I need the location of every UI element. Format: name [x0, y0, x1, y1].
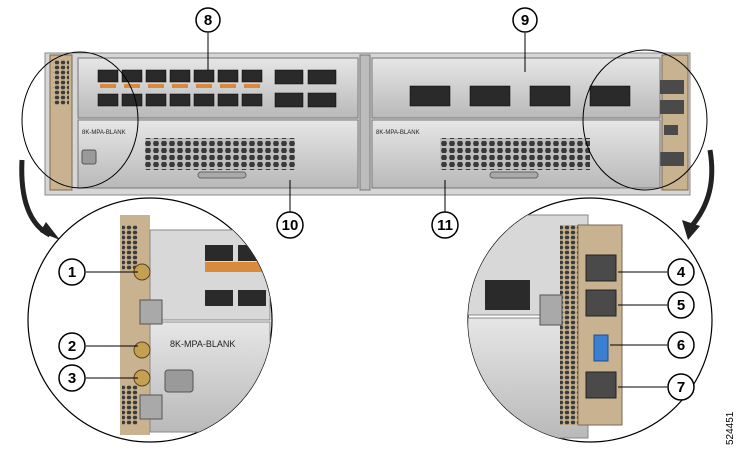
svg-text:3: 3 — [68, 370, 76, 387]
svg-text:9: 9 — [521, 12, 529, 29]
callout-2: 2 — [58, 332, 86, 360]
magnify-source-right — [582, 49, 708, 191]
callout-4: 4 — [667, 258, 695, 286]
callout-1: 1 — [58, 258, 86, 286]
blank-module-slot-10: 8K-MPA-BLANK — [77, 119, 359, 189]
magnify-source-left — [21, 51, 139, 189]
svg-text:2: 2 — [68, 338, 76, 355]
figure-id: 524451 — [725, 411, 736, 445]
svg-text:5: 5 — [677, 297, 685, 314]
callout-8: 8 — [195, 7, 221, 33]
curved-arrow-right — [688, 149, 715, 230]
svg-text:7: 7 — [677, 379, 685, 396]
zoom-detail-right — [467, 197, 713, 443]
port-module-slot-9 — [371, 57, 684, 166]
svg-text:11: 11 — [437, 217, 453, 234]
blank-label-zoom: 8K-MPA-BLANK — [170, 339, 235, 349]
callout-5: 5 — [667, 291, 695, 319]
blank-label-left: 8K-MPA-BLANK — [82, 130, 126, 136]
blank-label-right: 8K-MPA-BLANK — [376, 130, 420, 136]
callout-10: 10 — [276, 211, 304, 239]
callout-7: 7 — [667, 373, 695, 401]
svg-text:8: 8 — [204, 12, 212, 29]
callout-6: 6 — [667, 331, 695, 359]
callout-11: 11 — [431, 211, 459, 239]
port-module-slot-8 — [77, 57, 359, 119]
callout-9: 9 — [512, 7, 538, 33]
svg-text:4: 4 — [677, 264, 686, 281]
callout-3: 3 — [58, 364, 86, 392]
blank-module-slot-11: 8K-MPA-BLANK — [371, 119, 661, 189]
zoom-detail-left: 8K-MPA-BLANK — [27, 197, 273, 443]
svg-text:10: 10 — [282, 217, 299, 234]
svg-text:6: 6 — [677, 337, 685, 354]
svg-text:1: 1 — [68, 264, 76, 281]
